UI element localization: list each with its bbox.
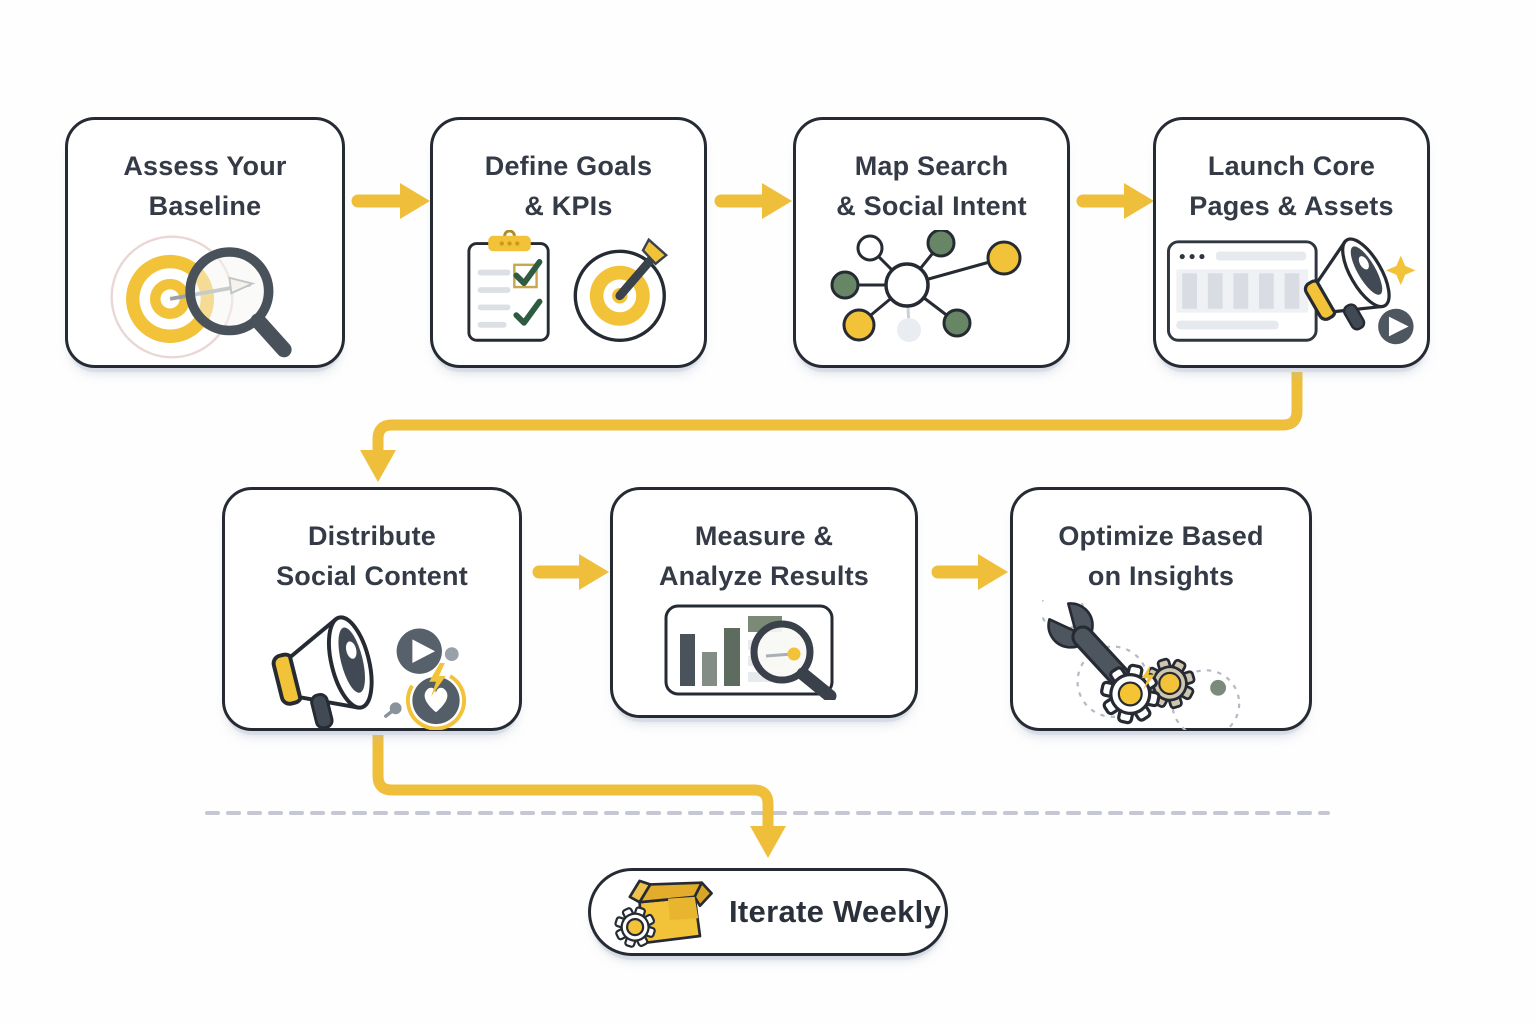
wrench-gears-icon — [1042, 600, 1241, 730]
step-box-launch-pages: Launch Core Pages & Assets — [1153, 117, 1430, 368]
step-title: Optimize Based on Insights — [1058, 521, 1264, 591]
flow-arrow-1-2 — [351, 183, 430, 219]
step-box-define-goals: Define Goals & KPIs — [430, 117, 707, 368]
step-title: Assess Your Baseline — [123, 151, 287, 221]
step-box-map-intent: Map Search & Social Intent — [793, 117, 1070, 368]
step-box-optimize-insights: Optimize Based on Insights — [1010, 487, 1312, 731]
step-box-measure-analyze: Measure & Analyze Results — [610, 487, 918, 718]
checklist-target-icon — [466, 230, 668, 342]
loop-pill-iterate-weekly: Iterate Weekly — [588, 868, 948, 956]
step-box-distribute-content: Distribute Social Content — [222, 487, 522, 731]
package-gear-icon — [609, 879, 713, 952]
loop-pill-label: Iterate Weekly — [729, 894, 942, 929]
network-nodes-icon — [830, 230, 1022, 342]
megaphone-social-engagement-icon — [271, 615, 467, 730]
flow-arrow-5-6 — [532, 554, 609, 590]
flow-arrow-2-3 — [714, 183, 792, 219]
browser-megaphone-icon — [1166, 237, 1416, 345]
step-box-assess-baseline: Assess Your Baseline — [65, 117, 345, 368]
flow-arrow-3-4 — [1076, 183, 1154, 219]
step-title: Distribute Social Content — [276, 521, 468, 591]
target-magnifier-icon — [110, 235, 292, 359]
bar-chart-magnifier-icon — [664, 604, 837, 700]
step-title: Define Goals & KPIs — [484, 151, 653, 221]
step-title: Launch Core Pages & Assets — [1189, 151, 1394, 221]
flow-arrow-6-7 — [931, 554, 1008, 590]
flow-connector-4-5 — [360, 369, 1303, 482]
step-title: Measure & Analyze Results — [658, 521, 870, 591]
flow-connector-5-loop — [372, 734, 786, 858]
step-title: Map Search & Social Intent — [836, 151, 1027, 221]
